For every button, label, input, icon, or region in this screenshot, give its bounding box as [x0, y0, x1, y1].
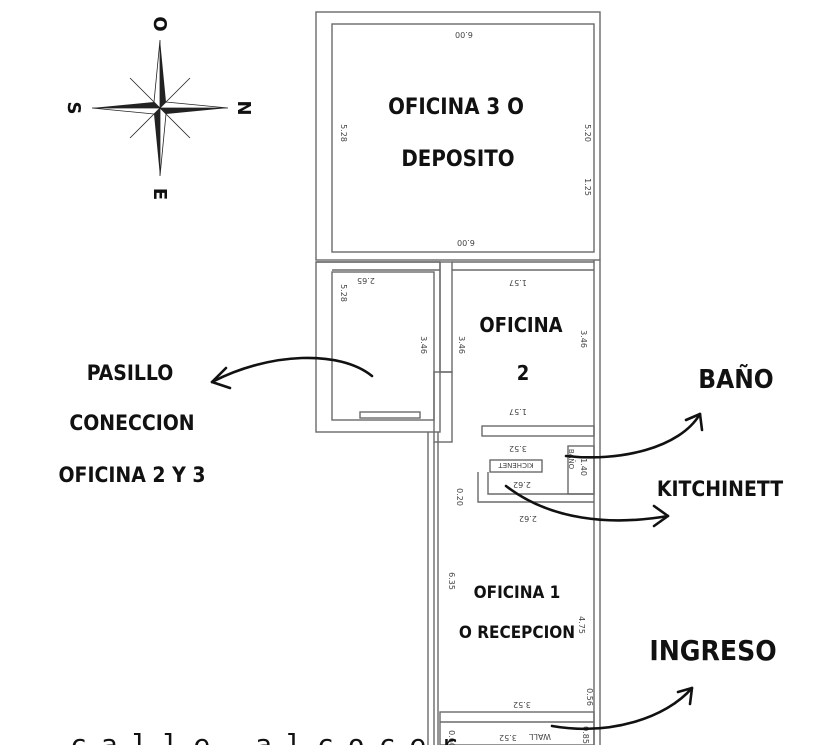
window-pasillo — [359, 411, 421, 419]
plan-label-kitchenet: KICHENET — [498, 461, 534, 469]
wall-oficina-3-outer — [315, 11, 601, 261]
room-label-recepcion: O RECEPCION — [459, 623, 575, 643]
callout-oficina-2-y-3: OFICINA 2 Y 3 — [59, 463, 206, 487]
dim-oficina-2-left: 3.46 — [457, 336, 466, 354]
callout-kitchinett: KITCHINETT — [657, 477, 783, 501]
dim-oficina-3-right-small: 1.25 — [583, 178, 592, 196]
plan-label-bano: BAÑO — [567, 449, 576, 470]
arrow-kitchinett-icon — [504, 484, 670, 528]
callout-ingreso: INGRESO — [649, 634, 776, 667]
room-label-oficina-2: OFICINA — [479, 313, 562, 337]
wall-oficina-2-bottom — [481, 425, 595, 437]
room-label-oficina-3: OFICINA 3 O — [388, 95, 524, 120]
dim-kitchen-bottom: 2.62 — [519, 514, 537, 523]
callout-conección: CONECCION — [69, 411, 194, 435]
dim-oficina-1-right: 4.75 — [577, 616, 586, 634]
callout-pasillo: PASILLO — [87, 361, 174, 385]
wall-partition-door — [433, 371, 453, 443]
dimension-labels: 6.00 5.28 5.20 1.25 6.00 2.65 5.28 3.46 … — [339, 30, 594, 745]
wall-oficina-3-inner — [331, 23, 595, 253]
room-labels: OFICINA 3 O DEPOSITO OFICINA 2 OFICINA 1… — [388, 95, 575, 643]
dim-pasillo-height: 5.28 — [339, 284, 348, 302]
dim-top-width: 6.00 — [455, 30, 473, 39]
dim-oficina-3-left: 5.28 — [339, 124, 348, 142]
dim-kitchen-width: 3.52 — [509, 444, 527, 453]
dim-oficina-2-bottom: 1.57 — [509, 407, 527, 416]
dim-entry-small: 0.56 — [585, 688, 594, 706]
wall-kitchenette-counter — [477, 472, 594, 503]
dim-bottom-a: 0.60 — [447, 730, 456, 745]
arrow-ingreso-icon — [550, 686, 694, 730]
compass-star-icon — [91, 39, 229, 177]
dim-kitchen-inner: 2.62 — [513, 480, 531, 489]
arrow-pasillo-icon — [210, 356, 374, 390]
dim-bottom-b: 3.52 — [499, 733, 517, 742]
dim-bottom-c: WALL — [529, 732, 551, 741]
dim-corridor-gap: 0.20 — [455, 488, 464, 506]
dim-oficina-3-bottom: 6.00 — [457, 238, 475, 247]
wall-partition-upper — [439, 261, 453, 373]
compass-west-label: O — [149, 16, 170, 31]
dim-oficina-1-left: 6.35 — [447, 572, 456, 590]
dim-oficina-2-top: 1.57 — [509, 278, 527, 287]
callout-labels: PASILLO CONECCION OFICINA 2 Y 3 BAÑO KIT… — [59, 361, 784, 667]
callout-bano: BAÑO — [698, 363, 773, 395]
dim-pasillo-right: 3.46 — [419, 336, 428, 354]
compass-north-label: N — [233, 100, 254, 115]
dim-bottom-d: 0.85 — [581, 726, 590, 744]
wall-pasillo-inner — [331, 271, 435, 421]
street-label: calle alcocer — [70, 728, 471, 745]
room-label-deposito: DEPOSITO — [401, 147, 514, 172]
room-label-oficina-2-number: 2 — [517, 361, 530, 385]
dim-oficina-1-bottom: 3.52 — [513, 700, 531, 709]
compass-south-label: S — [63, 102, 84, 115]
dim-pasillo-width: 2.65 — [357, 276, 375, 285]
arrow-bano-icon — [564, 412, 704, 459]
dim-oficina-3-right: 5.20 — [583, 124, 592, 142]
compass-rose: O E S N — [63, 16, 254, 200]
wall-bano — [567, 445, 595, 495]
callout-arrows — [210, 356, 704, 730]
room-label-oficina-1: OFICINA 1 — [474, 583, 561, 603]
dim-bano-height: 1.40 — [579, 458, 588, 476]
kitchenette-appliance — [489, 459, 543, 473]
compass-east-label: E — [149, 188, 170, 200]
dim-oficina-2-right: 3.46 — [579, 330, 588, 348]
wall-kitchenette-counter-inner — [487, 472, 594, 495]
